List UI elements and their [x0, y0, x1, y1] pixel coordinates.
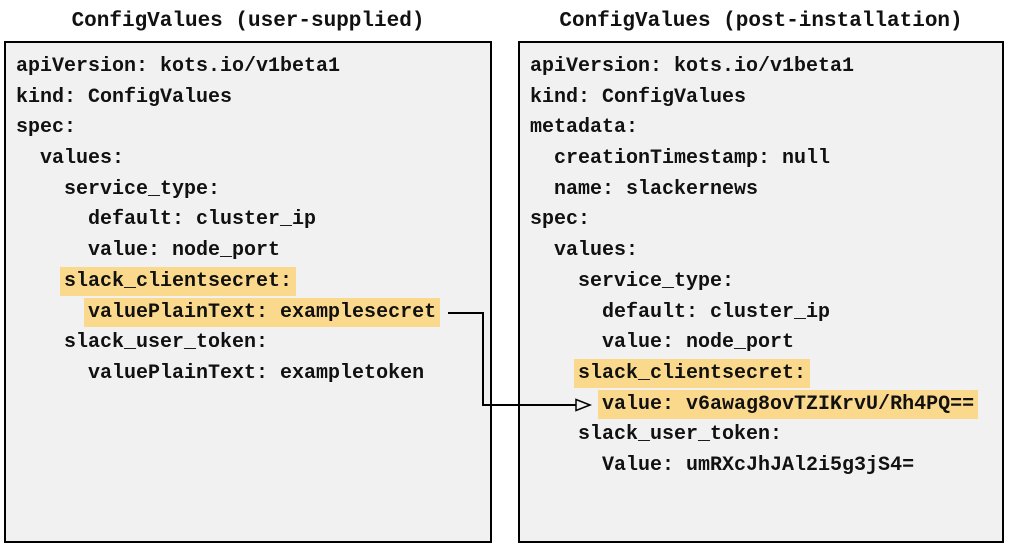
code-text: value: node_port [602, 331, 795, 355]
code-line: metadata: [530, 113, 992, 144]
highlighted-code-text: slack_clientsecret: [574, 358, 811, 388]
code-box-user-supplied: apiVersion: kots.io/v1beta1 kind: ConfigV… [4, 41, 492, 543]
code-line: default: cluster_ip [16, 205, 480, 236]
code-line: kind: ConfigValues [16, 83, 480, 114]
code-line: default: cluster_ip [530, 298, 992, 329]
code-text: valuePlainText: exampletoken [88, 361, 425, 385]
code-text: spec: [530, 208, 591, 232]
code-line: values: [16, 144, 480, 175]
code-text: service_type: [64, 177, 221, 201]
code-text: creationTimestamp: null [554, 147, 831, 171]
code-text: slack_user_token: [578, 423, 783, 447]
code-line: slack_clientsecret: [530, 358, 992, 390]
code-line: Value: umRXcJhJAl2i5g3jS4= [530, 451, 992, 482]
code-line: name: slackernews [530, 175, 992, 206]
code-line: value: v6awag8ovTZIKrvU/Rh4PQ== [530, 389, 992, 421]
code-text: apiVersion: kots.io/v1beta1 [16, 55, 341, 78]
code-line: service_type: [16, 175, 480, 206]
code-text: slack_user_token: [64, 331, 269, 355]
code-text: metadata: [530, 116, 639, 140]
code-line: valuePlainText: exampletoken [16, 359, 480, 390]
code-text: default: cluster_ip [88, 208, 317, 232]
code-line: valuePlainText: examplesecret [16, 297, 480, 329]
code-text: kind: ConfigValues [530, 85, 747, 109]
code-text: default: cluster_ip [602, 300, 831, 324]
code-box-post-installation: apiVersion: kots.io/v1beta1 kind: ConfigV… [518, 41, 1004, 543]
code-text: values: [554, 239, 639, 263]
code-text: values: [40, 147, 125, 171]
code-line: spec: [16, 113, 480, 144]
panel-post-installation: ConfigValues (post-installation) apiVers… [518, 6, 1004, 543]
code-line: slack_user_token: [530, 420, 992, 451]
code-text: name: slackernews [554, 177, 759, 201]
code-line: spec: [530, 205, 992, 236]
code-line: slack_user_token: [16, 328, 480, 359]
code-text: service_type: [578, 269, 735, 293]
code-line: service_type: [530, 267, 992, 298]
highlighted-code-text: slack_clientsecret: [60, 266, 297, 296]
code-text: value: node_port [88, 239, 281, 263]
panel-title-post-installation: ConfigValues (post-installation) [559, 10, 963, 33]
code-line: apiVersion: kots.io/v1beta1 [530, 52, 992, 83]
panel-title-user-supplied: ConfigValues (user-supplied) [71, 10, 425, 33]
code-line: values: [530, 236, 992, 267]
highlighted-code-text: valuePlainText: examplesecret [84, 297, 441, 327]
code-line: value: node_port [16, 236, 480, 267]
panel-user-supplied: ConfigValues (user-supplied) apiVersion:… [4, 6, 492, 543]
code-text: Value: umRXcJhJAl2i5g3jS4= [602, 453, 915, 477]
code-text: kind: ConfigValues [16, 85, 233, 109]
code-line: value: node_port [530, 328, 992, 359]
highlighted-code-text: value: v6awag8ovTZIKrvU/Rh4PQ== [598, 389, 979, 419]
code-text: apiVersion: kots.io/v1beta1 [530, 55, 855, 78]
code-line: slack_clientsecret: [16, 266, 480, 298]
code-text: spec: [16, 116, 77, 140]
code-line: kind: ConfigValues [530, 83, 992, 114]
code-line: apiVersion: kots.io/v1beta1 [16, 52, 480, 83]
code-line: creationTimestamp: null [530, 144, 992, 175]
